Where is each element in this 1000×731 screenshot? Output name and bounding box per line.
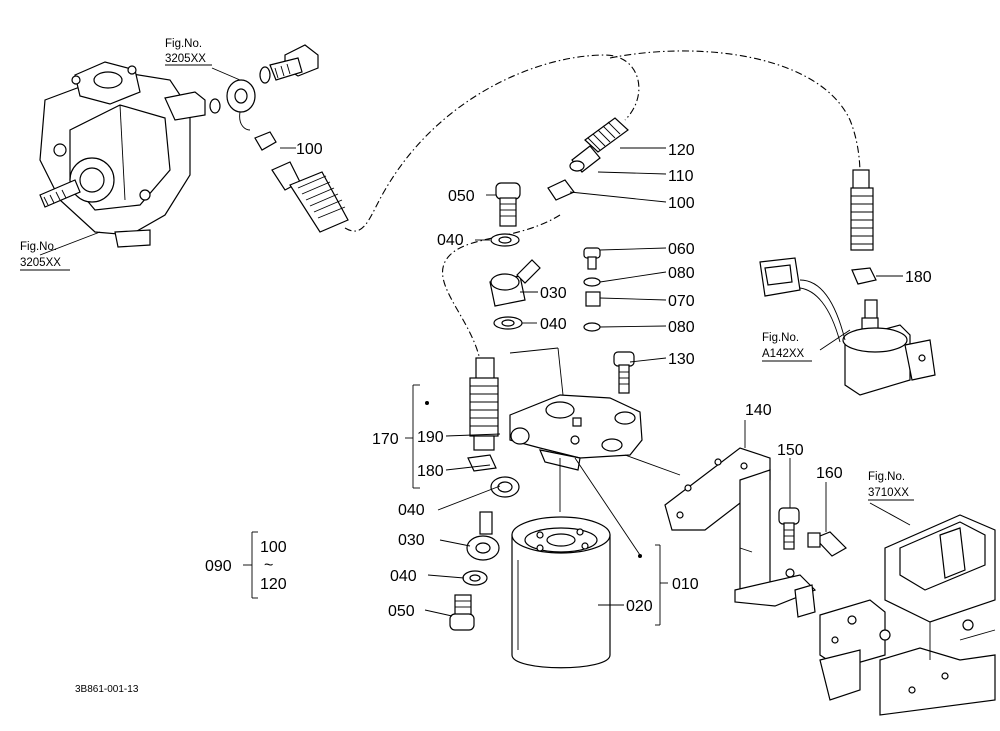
fig-ref-pump-top-line1: Fig.No. bbox=[165, 38, 202, 50]
clamp-100 bbox=[547, 179, 575, 201]
clamp-180-right bbox=[851, 267, 877, 285]
label-170: 170 bbox=[372, 431, 399, 448]
label-160: 160 bbox=[816, 465, 843, 482]
group-090-range-end: 120 bbox=[260, 576, 287, 593]
bolt-130 bbox=[613, 351, 635, 394]
label-150: 150 bbox=[777, 442, 804, 459]
drawing-code: 3B861-001-13 bbox=[75, 684, 139, 695]
bolt-050-bottom bbox=[449, 594, 475, 631]
bolt-050-top bbox=[495, 182, 521, 227]
pump-fittings bbox=[209, 44, 349, 233]
clamp-180-left bbox=[467, 454, 497, 472]
fuel-hose-line bbox=[609, 50, 861, 176]
bolt-060 bbox=[583, 247, 601, 270]
label-180-left: 180 bbox=[417, 463, 444, 480]
bolt-150 bbox=[778, 507, 800, 550]
fig-ref-manifold-line2: 3710XX bbox=[868, 487, 909, 499]
label-040-top: 040 bbox=[437, 232, 464, 249]
label-100-center: 100 bbox=[668, 195, 695, 212]
label-080-bottom: 080 bbox=[668, 319, 695, 336]
label-040-bottom: 040 bbox=[390, 568, 417, 585]
group-090-label: 090 bbox=[205, 558, 232, 575]
fuel-hose-line bbox=[344, 54, 640, 232]
intake-manifold bbox=[819, 514, 996, 716]
washer-040-left bbox=[490, 476, 520, 498]
label-180-right: 180 bbox=[905, 269, 932, 286]
fig-ref-pump-bottom-line2: 3205XX bbox=[20, 257, 61, 269]
bolt-160 bbox=[807, 531, 847, 557]
label-050-bottom: 050 bbox=[388, 603, 415, 620]
label-190: 190 bbox=[417, 429, 444, 446]
bullet-dot bbox=[425, 401, 429, 405]
fig-ref-motor-line2: A142XX bbox=[762, 348, 805, 360]
electric-fuel-pump bbox=[759, 257, 936, 396]
label-070: 070 bbox=[668, 293, 695, 310]
label-030-top: 030 bbox=[540, 285, 567, 302]
label-020: 020 bbox=[626, 598, 653, 615]
label-110: 110 bbox=[668, 168, 694, 185]
fig-ref-manifold-line1: Fig.No. bbox=[868, 471, 905, 483]
fig-ref-pump-bottom-line1: Fig.No. bbox=[20, 241, 57, 253]
label-060: 060 bbox=[668, 241, 695, 258]
label-050-top: 050 bbox=[448, 188, 475, 205]
label-130: 130 bbox=[668, 351, 695, 368]
label-080-top: 080 bbox=[668, 265, 695, 282]
bullet-dot bbox=[638, 554, 642, 558]
group-090-range-start: 100 bbox=[260, 539, 287, 556]
hose-right bbox=[850, 169, 874, 251]
washer-080-bottom bbox=[583, 322, 601, 332]
washer-080-top bbox=[583, 277, 601, 287]
washer-040-bottom bbox=[462, 570, 488, 586]
label-100-pump: 100 bbox=[296, 141, 323, 158]
label-030-bottom: 030 bbox=[398, 532, 425, 549]
pipe-110 bbox=[569, 145, 601, 173]
banjo-030-top bbox=[489, 259, 541, 307]
bracket-140 bbox=[664, 447, 817, 618]
injection-pump bbox=[39, 61, 206, 248]
label-120: 120 bbox=[668, 142, 695, 159]
hose-190 bbox=[469, 357, 499, 451]
fuel-hose-line bbox=[442, 214, 561, 361]
label-010: 010 bbox=[672, 576, 699, 593]
plug-070 bbox=[585, 291, 601, 307]
group-090-range-sep: ~ bbox=[264, 557, 273, 574]
washer-040-top bbox=[490, 233, 520, 247]
label-040-left: 040 bbox=[398, 502, 425, 519]
hose-120 bbox=[584, 117, 629, 153]
leader-lines bbox=[39, 67, 911, 626]
filter-cartridge bbox=[511, 516, 611, 669]
washer-040-mid bbox=[493, 316, 523, 330]
fig-ref-pump-top-line2: 3205XX bbox=[165, 53, 206, 65]
label-140: 140 bbox=[745, 402, 772, 419]
banjo-030-bottom bbox=[466, 511, 500, 561]
fig-ref-motor-line1: Fig.No. bbox=[762, 332, 799, 344]
label-040-mid: 040 bbox=[540, 316, 567, 333]
